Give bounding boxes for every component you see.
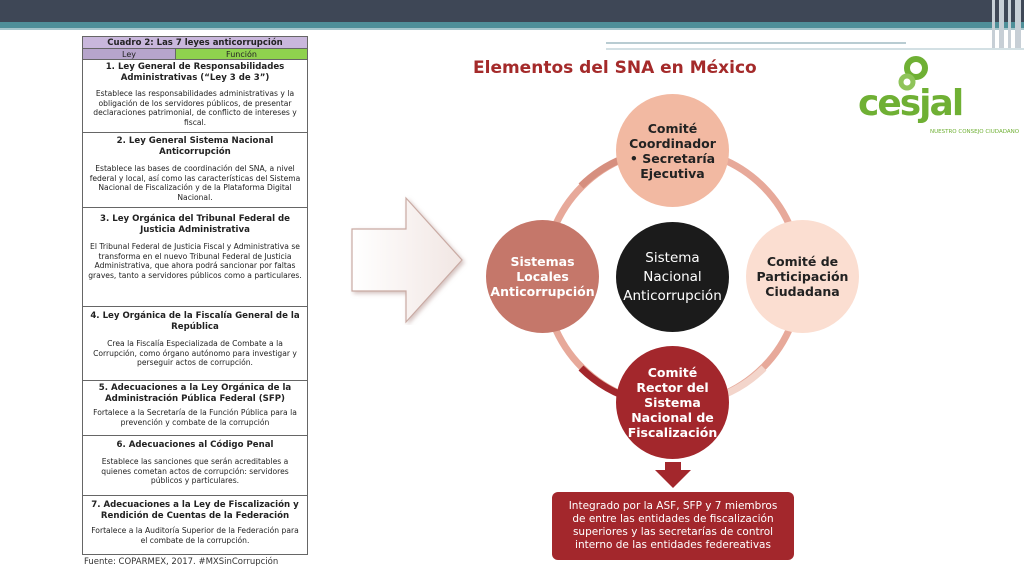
source-note: Fuente: COPARMEX, 2017. #MXSinCorrupción (84, 557, 279, 567)
table-header: Ley Función (83, 49, 307, 60)
column-header-funcion: Función (176, 49, 307, 59)
table-caption: Cuadro 2: Las 7 leyes anticorrupción (83, 37, 307, 49)
law-description: Crea la Fiscalía Especializada de Combat… (93, 339, 297, 368)
laws-table: Cuadro 2: Las 7 leyes anticorrupción Ley… (82, 36, 308, 555)
law-title: 7. Adecuaciones a la Ley de Fiscalizació… (91, 500, 299, 521)
table-row: 4. Ley Orgánica de la Fiscalía General d… (83, 307, 307, 381)
law-description: Fortalece a la Secretaría de la Función … (93, 408, 297, 427)
node-comite-participacion: Comité de Participación Ciudadana (746, 220, 859, 333)
down-arrow-icon (655, 462, 691, 488)
law-title: 4. Ley Orgánica de la Fiscalía General d… (90, 311, 300, 332)
table-row: 7. Adecuaciones a la Ley de Fiscalizació… (83, 496, 307, 554)
top-accent-bar (0, 22, 1024, 28)
corner-stripes (990, 0, 1024, 50)
table-row: 2. Ley General Sistema Nacional Anticorr… (83, 133, 307, 208)
integration-box: Integrado por la ASF, SFP y 7 miembros d… (552, 492, 794, 560)
law-description: Establece las responsabilidades administ… (93, 89, 297, 127)
law-title: 6. Adecuaciones al Código Penal (116, 440, 274, 450)
deco-line-top (606, 42, 906, 44)
column-header-ley: Ley (83, 49, 176, 59)
table-row: 5. Adecuaciones a la Ley Orgánica de la … (83, 381, 307, 436)
logo-text: cesjal (858, 83, 964, 124)
right-arrow-icon (351, 196, 463, 324)
table-row: 1. Ley General de Responsabilidades Admi… (83, 60, 307, 133)
law-title: 3. Ley Orgánica del Tribunal Federal de … (99, 214, 290, 235)
law-title: 1. Ley General de Responsabilidades Admi… (105, 62, 285, 83)
law-description: Fortalece a la Auditoría Superior de la … (91, 526, 299, 545)
law-description: Establece las bases de coordinación del … (89, 164, 301, 202)
node-sistema-nacional: Sistema Nacional Anticorrupción (616, 222, 729, 332)
law-description: El Tribunal Federal de Justicia Fiscal y… (88, 242, 302, 280)
table-row: 6. Adecuaciones al Código Penal Establec… (83, 436, 307, 496)
logo-ring-icon (898, 56, 928, 91)
node-comite-coordinador: Comité Coordinador • Secretaría Ejecutiv… (616, 94, 729, 207)
node-sistemas-locales: Sistemas Locales Anticorrupción (486, 220, 599, 333)
cesjal-logo: cesjal NUESTRO CONSEJO CIUDADANO (858, 53, 1019, 143)
law-title: 2. Ley General Sistema Nacional Anticorr… (116, 136, 274, 157)
node-comite-rector: Comité Rector del Sistema Nacional de Fi… (616, 346, 729, 459)
deco-line-bottom (606, 48, 1024, 50)
law-title: 5. Adecuaciones a la Ley Orgánica de la … (98, 383, 292, 404)
top-header-bar (0, 0, 1024, 22)
diagram-title: Elementos del SNA en México (473, 58, 757, 78)
law-description: Establece las sanciones que serán acredi… (101, 457, 289, 486)
table-row: 3. Ley Orgánica del Tribunal Federal de … (83, 208, 307, 307)
logo-subtitle: NUESTRO CONSEJO CIUDADANO (930, 129, 1020, 135)
top-accent-line (0, 28, 1024, 30)
